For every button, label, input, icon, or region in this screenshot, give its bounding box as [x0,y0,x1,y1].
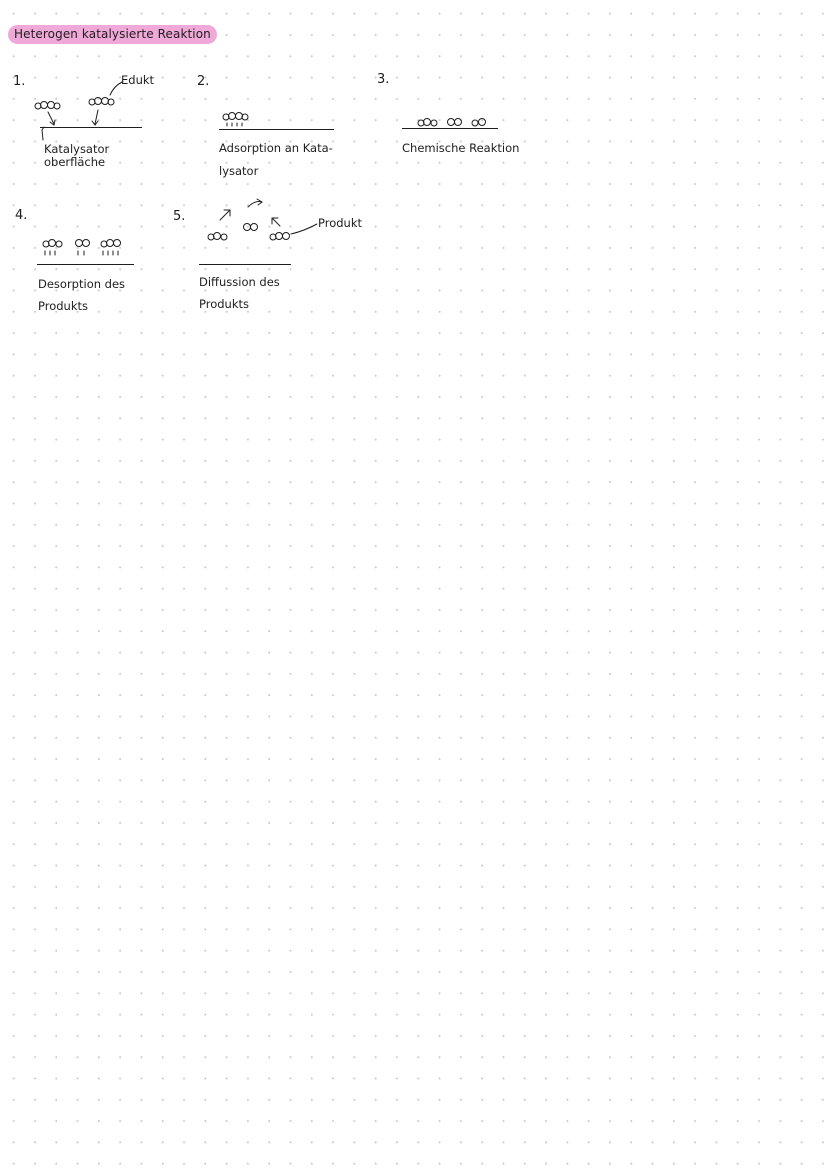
step-1-label-line-2: oberfläche [44,155,106,169]
step-5-number: 5. [173,209,186,224]
step-4-label-line-1: Desorption des [38,277,126,291]
step-5-produkt-label: Produkt [318,216,363,230]
step-2-sketch [222,112,249,127]
step-1-edukt-label: Edukt [121,73,155,87]
step-1-number: 1. [13,74,26,89]
step-1-sketch [34,81,123,141]
step-5-label-line-2: Produkts [199,297,249,311]
step-4-label-line-2: Produkts [38,299,88,313]
step-4-surface-line [37,264,134,266]
step-2-surface-line [219,129,334,131]
step-2-label-line-1: Adsorption an Kata- [219,141,333,155]
step-4-sketch [42,239,121,256]
page-title: Heterogen katalysierte Reaktion [8,25,217,44]
step-2-label-line-2: lysator [219,164,259,178]
step-4-number: 4. [15,208,28,223]
step-1-label-line-1: Katalysator [44,142,110,156]
step-5-label-line-1: Diffussion des [199,275,280,289]
step-3-number: 3. [377,72,390,87]
step-1-surface-line [40,127,142,129]
step-2-number: 2. [197,74,210,89]
step-5-surface-line [199,264,291,266]
step-5-sketch [207,198,318,241]
step-3-sketch [417,118,486,127]
step-3-surface-line [402,128,498,130]
step-3-label-line-1: Chemische Reaktion [402,141,520,155]
